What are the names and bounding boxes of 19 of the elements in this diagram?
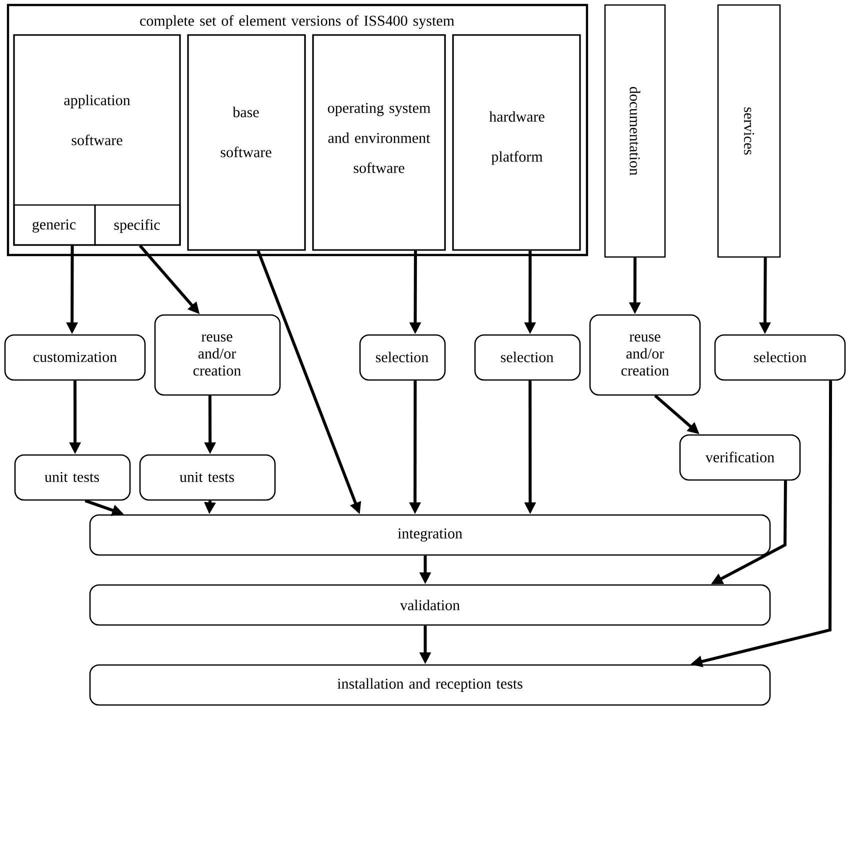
process-box: validation bbox=[89, 584, 771, 626]
process-box: customization bbox=[4, 334, 146, 381]
column-box: services bbox=[717, 4, 781, 258]
component-box: operating system and environment software bbox=[312, 34, 446, 251]
process-box: verification bbox=[679, 434, 801, 481]
part-box: generic bbox=[13, 204, 96, 246]
part-box: specific bbox=[94, 204, 181, 246]
process-box: selection bbox=[359, 334, 446, 381]
component-box: base software bbox=[187, 34, 306, 251]
process-box: reuse and/or creation bbox=[154, 314, 281, 396]
process-box: integration bbox=[89, 514, 771, 556]
process-box: reuse and/or creation bbox=[589, 314, 701, 396]
process-box: selection bbox=[474, 334, 581, 381]
process-box: installation and reception tests bbox=[89, 664, 771, 706]
process-box: selection bbox=[714, 334, 846, 381]
process-box: unit tests bbox=[14, 454, 131, 501]
column-box: documentation bbox=[604, 4, 666, 258]
process-box: unit tests bbox=[139, 454, 276, 501]
component-box: hardware platform bbox=[452, 34, 581, 251]
